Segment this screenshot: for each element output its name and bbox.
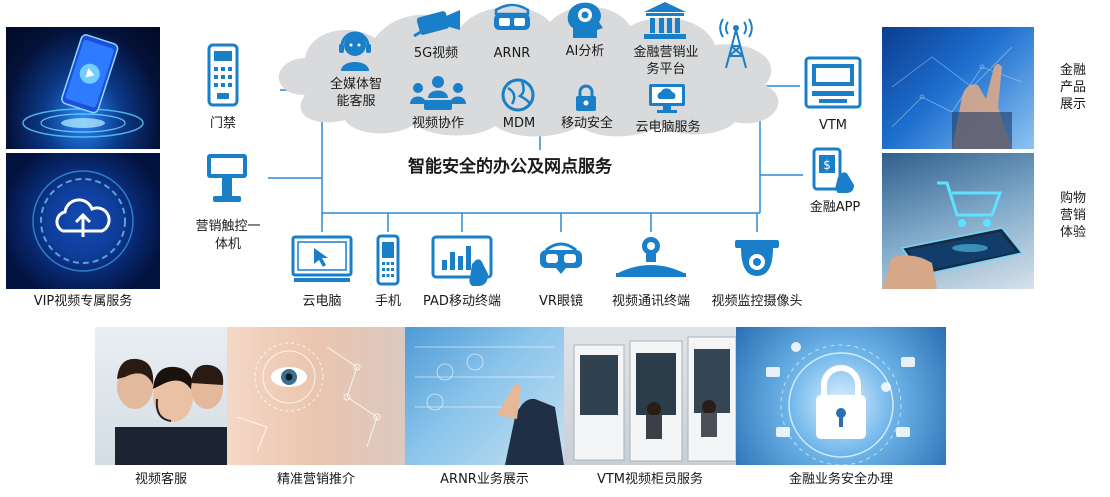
vip-cloud-photo [6, 153, 160, 289]
precision-marketing-photo [227, 327, 405, 465]
cloud-monitor-icon [647, 82, 687, 114]
mobile-phone-icon [376, 234, 400, 286]
svg-text:$: $ [823, 158, 831, 172]
video-5g-label: 5G视频 [413, 46, 459, 61]
customer-service-icon [335, 27, 375, 71]
surveillance-camera-icon [733, 238, 781, 280]
video-collab-label: 视频协作 [411, 116, 464, 131]
finance-app-icon: $ [808, 147, 858, 195]
bottom-photo-label-3: VTM视频柜员服务 [596, 472, 704, 487]
vip-phone-photo [6, 27, 160, 149]
mdm-globe-icon [500, 78, 536, 112]
video-camera-5g-icon [412, 6, 464, 40]
mdm-label: MDM [502, 116, 536, 131]
vr-label: VR眼镜 [539, 294, 583, 309]
finance-product-label: 金融产品展示 [1059, 63, 1086, 112]
bottom-photo-label-4: 金融业务安全办理 [788, 472, 893, 487]
video-terminal-label: 视频通讯终端 [611, 294, 690, 309]
finance-platform-label: 金融营销业务平台 [633, 45, 699, 77]
media-service-label: 全媒体智能客服 [329, 77, 382, 109]
video-service-photo [95, 327, 227, 465]
ai-head-icon [563, 0, 607, 38]
phone-label: 手机 [374, 294, 401, 309]
arnr-label: ARNR [493, 46, 531, 61]
finance-product-photo [882, 27, 1034, 149]
camera-label: 视频监控摄像头 [711, 294, 803, 309]
pad-chart-icon [430, 234, 494, 288]
lock-icon [574, 84, 598, 112]
video-collab-icon [408, 74, 468, 112]
vr-glasses-icon [538, 236, 584, 276]
access-control-label: 门禁 [209, 116, 236, 131]
access-control-icon [205, 43, 241, 107]
mobile-security-label: 移动安全 [560, 116, 613, 131]
secure-finance-photo [736, 327, 946, 465]
touch-kiosk-icon [203, 152, 251, 204]
vtm-label: VTM [818, 118, 848, 133]
bottom-photo-label-2: ARNR业务展示 [440, 472, 529, 487]
shopping-label: 购物营销体验 [1059, 191, 1086, 240]
vr-headset-icon [490, 0, 534, 36]
shopping-photo [882, 153, 1034, 289]
finance-app-label: 金融APP [809, 200, 861, 215]
ai-label: AI分析 [565, 44, 605, 59]
diagram-title: 智能安全的办公及网点服务 [408, 157, 612, 177]
cloud-pc-label: 云电脑 [302, 294, 342, 309]
cloud-pc-monitor-icon [290, 234, 354, 284]
arnr-display-photo [405, 327, 564, 465]
vtm-booth-photo [564, 327, 736, 465]
bottom-photo-label-0: 视频客服 [134, 472, 187, 487]
touch-kiosk-label: 营销触控一体机 [195, 219, 261, 252]
signal-tower-icon [718, 18, 754, 68]
pad-label: PAD移动终端 [423, 294, 501, 309]
video-terminal-icon [612, 234, 690, 278]
bottom-photo-label-1: 精准营销推介 [276, 472, 355, 487]
cloud-pc-service-label: 云电脑服务 [635, 120, 701, 135]
vip-service-label: VIP视频专属服务 [33, 294, 133, 309]
vtm-machine-icon [803, 55, 863, 110]
bank-icon [642, 0, 688, 40]
